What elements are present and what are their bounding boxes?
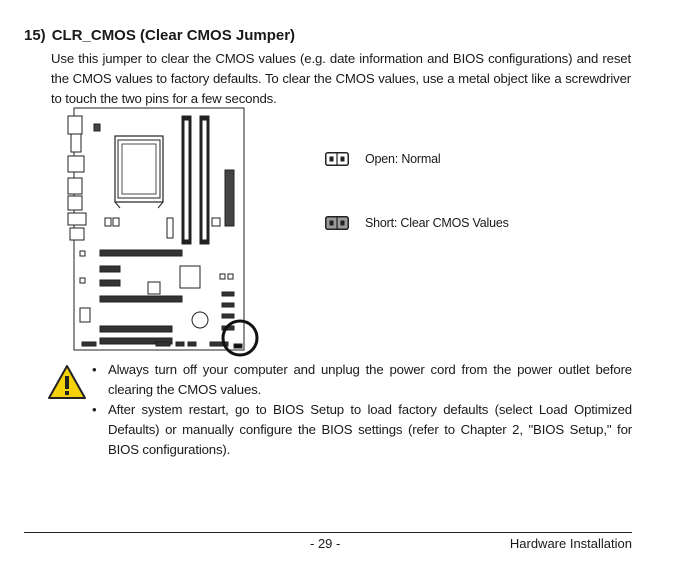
pcie-slot (99, 295, 183, 303)
section-heading: 15) CLR_CMOS (Clear CMOS Jumper) (24, 27, 295, 44)
section-number: 15) (24, 27, 46, 44)
list-item: Always turn off your computer and unplug… (92, 360, 632, 400)
warning-triangle-icon (48, 365, 86, 399)
clr-cmos-jumper (233, 343, 243, 349)
intro-paragraph: Use this jumper to clear the CMOS values… (51, 51, 631, 106)
pci-slot (99, 337, 173, 345)
page-number: - 29 - (310, 536, 341, 551)
footer-divider (24, 532, 632, 533)
legend-open: Open: Normal (325, 152, 441, 166)
footer-section-title: Hardware Installation (509, 536, 632, 551)
pci-slot (99, 325, 173, 333)
legend-short-label: Short: Clear CMOS Values (365, 216, 509, 230)
pcie-slot (99, 249, 183, 257)
warning-list: Always turn off your computer and unplug… (92, 360, 632, 460)
clr-cmos-highlight-circle (221, 319, 259, 357)
cpu-socket (114, 135, 164, 203)
list-item: After system restart, go to BIOS Setup t… (92, 400, 632, 460)
jumper-open-icon (325, 152, 349, 166)
legend-short: Short: Clear CMOS Values (325, 216, 509, 230)
cmos-battery (191, 311, 209, 329)
jumper-short-icon (325, 216, 349, 230)
motherboard-diagram (67, 107, 259, 357)
legend-open-label: Open: Normal (365, 152, 441, 166)
section-title: CLR_CMOS (Clear CMOS Jumper) (51, 27, 296, 44)
